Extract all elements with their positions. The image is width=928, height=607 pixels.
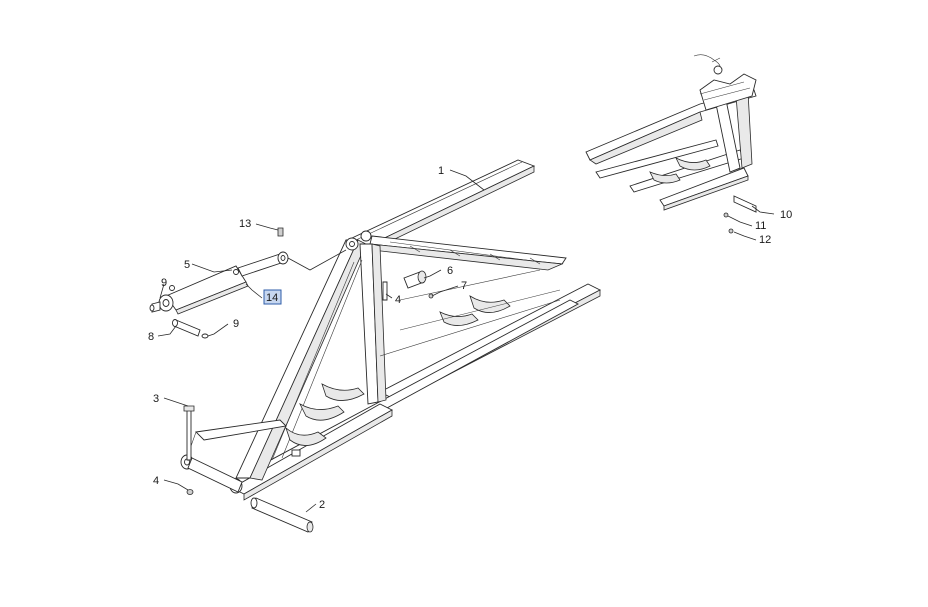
nut-part-12	[728, 228, 734, 234]
pin-part-2	[250, 497, 314, 533]
callout-4-lower: 4	[153, 475, 159, 487]
boom-end-section	[585, 54, 757, 213]
callout-5: 5	[184, 259, 190, 271]
bolt-part-13	[277, 227, 284, 237]
callout-13: 13	[239, 218, 251, 230]
nut-part-4-lower	[186, 489, 194, 495]
hydraulic-cylinder	[151, 251, 289, 315]
callout-9-lower: 9	[233, 318, 239, 330]
callout-4-upper: 4	[395, 294, 401, 306]
callout-14[interactable]: 14	[266, 292, 278, 304]
callout-3: 3	[153, 393, 159, 405]
callout-11: 11	[755, 220, 766, 232]
callout-9-upper: 9	[161, 277, 167, 289]
callout-7: 7	[461, 280, 467, 292]
boom-frame	[180, 159, 601, 501]
callout-6: 6	[447, 265, 453, 277]
bolt-part-11	[723, 212, 729, 218]
callout-labels: 1 2 3 4 4 5 6 7 8 9 9 10 11 12 13 14	[148, 165, 792, 511]
callout-1: 1	[438, 165, 444, 177]
callout-8: 8	[148, 331, 154, 343]
callout-2: 2	[319, 499, 325, 511]
callout-12: 12	[759, 234, 771, 246]
leader-lines	[157, 169, 775, 513]
callout-10: 10	[780, 209, 792, 221]
bolt-part-3	[183, 405, 195, 461]
upper-hardware	[382, 270, 434, 301]
callout-14-highlighted[interactable]: 14	[263, 289, 282, 305]
pin-part-8	[172, 319, 201, 337]
